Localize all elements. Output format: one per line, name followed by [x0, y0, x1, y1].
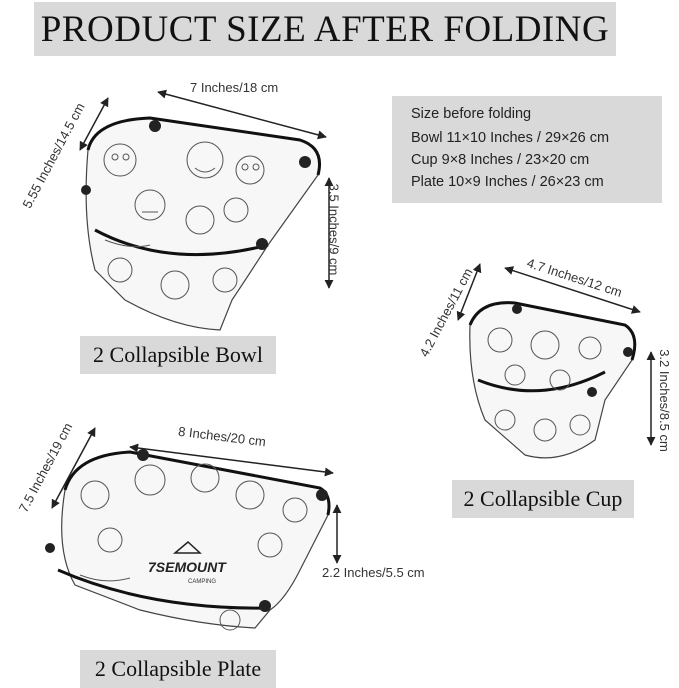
cup-illustration: [468, 301, 637, 459]
title-banner: PRODUCT SIZE AFTER FOLDING: [34, 2, 616, 56]
bowl-width-label: 7 Inches/18 cm: [190, 80, 279, 95]
size-info-cup: Cup 9×8 Inches / 23×20 cm: [411, 152, 590, 168]
bowl-caption: 2 Collapsible Bowl: [80, 336, 276, 374]
brand-logo-subtext: CAMPING: [188, 579, 216, 585]
cup-height-label: 3.2 Inches/8.5 cm: [656, 349, 672, 452]
bowl-height-label: 3.5 Inches/9 cm: [326, 183, 342, 276]
size-info-panel: Size before folding Bowl 11×10 Inches / …: [392, 96, 662, 203]
brand-logo: 7SEMOUNT: [148, 559, 227, 575]
plate-height-label: 2.2 Inches/5.5 cm: [322, 565, 425, 580]
brand-logo-icon: [172, 541, 202, 554]
bowl-illustration: [81, 116, 321, 331]
plate-illustration: [45, 449, 331, 631]
page-title: PRODUCT SIZE AFTER FOLDING: [40, 8, 610, 50]
cup-caption: 2 Collapsible Cup: [452, 480, 634, 518]
plate-caption: 2 Collapsible Plate: [80, 650, 276, 688]
size-info-bowl: Bowl 11×10 Inches / 29×26 cm: [411, 130, 610, 146]
size-info-heading: Size before folding: [411, 106, 532, 122]
size-info-plate: Plate 10×9 Inches / 26×23 cm: [411, 174, 604, 190]
